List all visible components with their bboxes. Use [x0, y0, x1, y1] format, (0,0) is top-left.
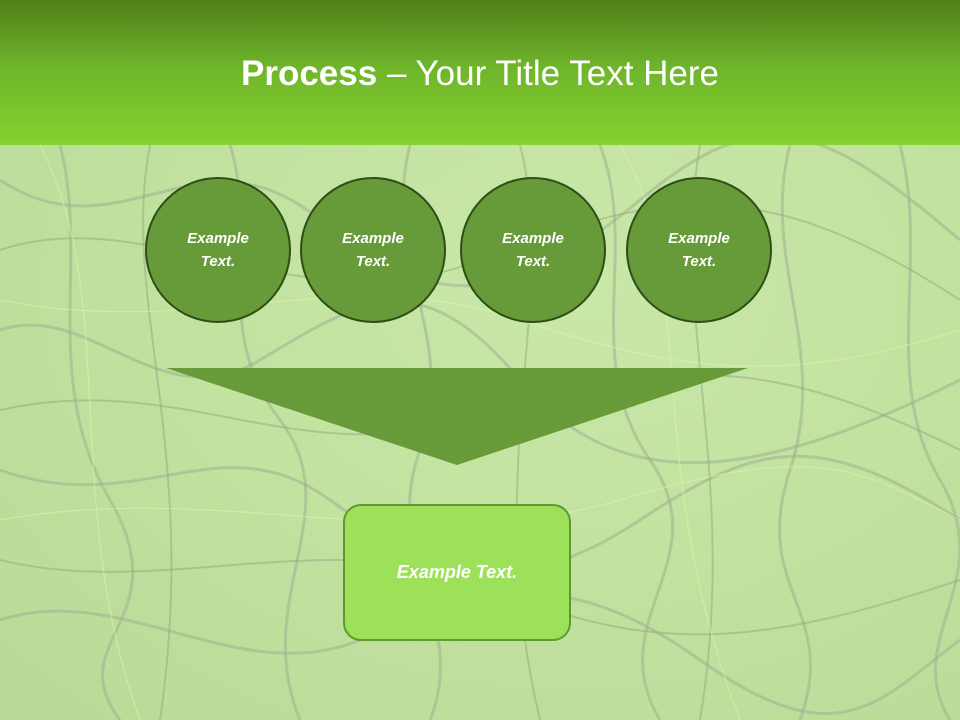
step-circle-4: Example Text. [626, 177, 772, 323]
funnel-arrow [166, 368, 748, 465]
step-circle-2: Example Text. [300, 177, 446, 323]
step-label-3: Example Text. [502, 230, 564, 270]
result-box: Example Text. [343, 504, 571, 641]
title-strong: Process [241, 54, 378, 93]
title-bar: Process – Your Title Text Here [0, 0, 960, 145]
step-circle-1: Example Text. [145, 177, 291, 323]
step-label-2: Example Text. [342, 230, 404, 270]
title-rest: – Your Title Text Here [377, 54, 719, 93]
slide-title: Process – Your Title Text Here [0, 52, 960, 96]
step-label-4: Example Text. [668, 230, 730, 270]
step-circle-3: Example Text. [460, 177, 606, 323]
step-label-1: Example Text. [187, 230, 249, 270]
result-label: Example Text. [396, 562, 518, 582]
